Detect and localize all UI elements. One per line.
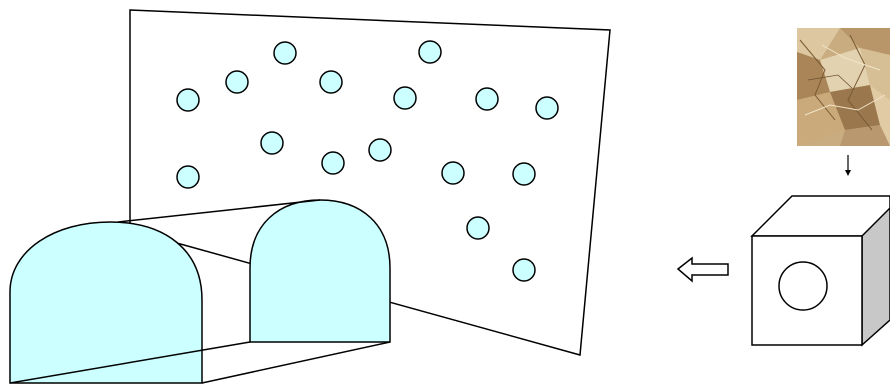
light-spot <box>513 163 535 185</box>
rock-texture-swatch <box>797 28 890 146</box>
light-spot <box>536 97 558 119</box>
light-spot <box>226 71 248 93</box>
hollow-left-arrow-icon <box>678 258 728 281</box>
light-spot <box>274 42 296 64</box>
light-spot <box>442 162 464 184</box>
light-spot <box>369 139 391 161</box>
down-arrow <box>845 155 851 176</box>
tunnel-floor-edge <box>202 342 390 383</box>
light-spot <box>476 88 498 110</box>
light-spot <box>419 41 441 63</box>
projector-cube <box>752 196 890 345</box>
arch-back <box>250 200 390 342</box>
light-spot <box>177 89 199 111</box>
arch-front <box>10 222 202 383</box>
light-spot <box>320 71 342 93</box>
light-spot <box>467 217 489 239</box>
light-spot <box>322 152 344 174</box>
lens-circle <box>779 262 827 310</box>
light-spot <box>513 259 535 281</box>
light-spot <box>394 87 416 109</box>
light-spot <box>177 166 199 188</box>
light-spot <box>261 132 283 154</box>
